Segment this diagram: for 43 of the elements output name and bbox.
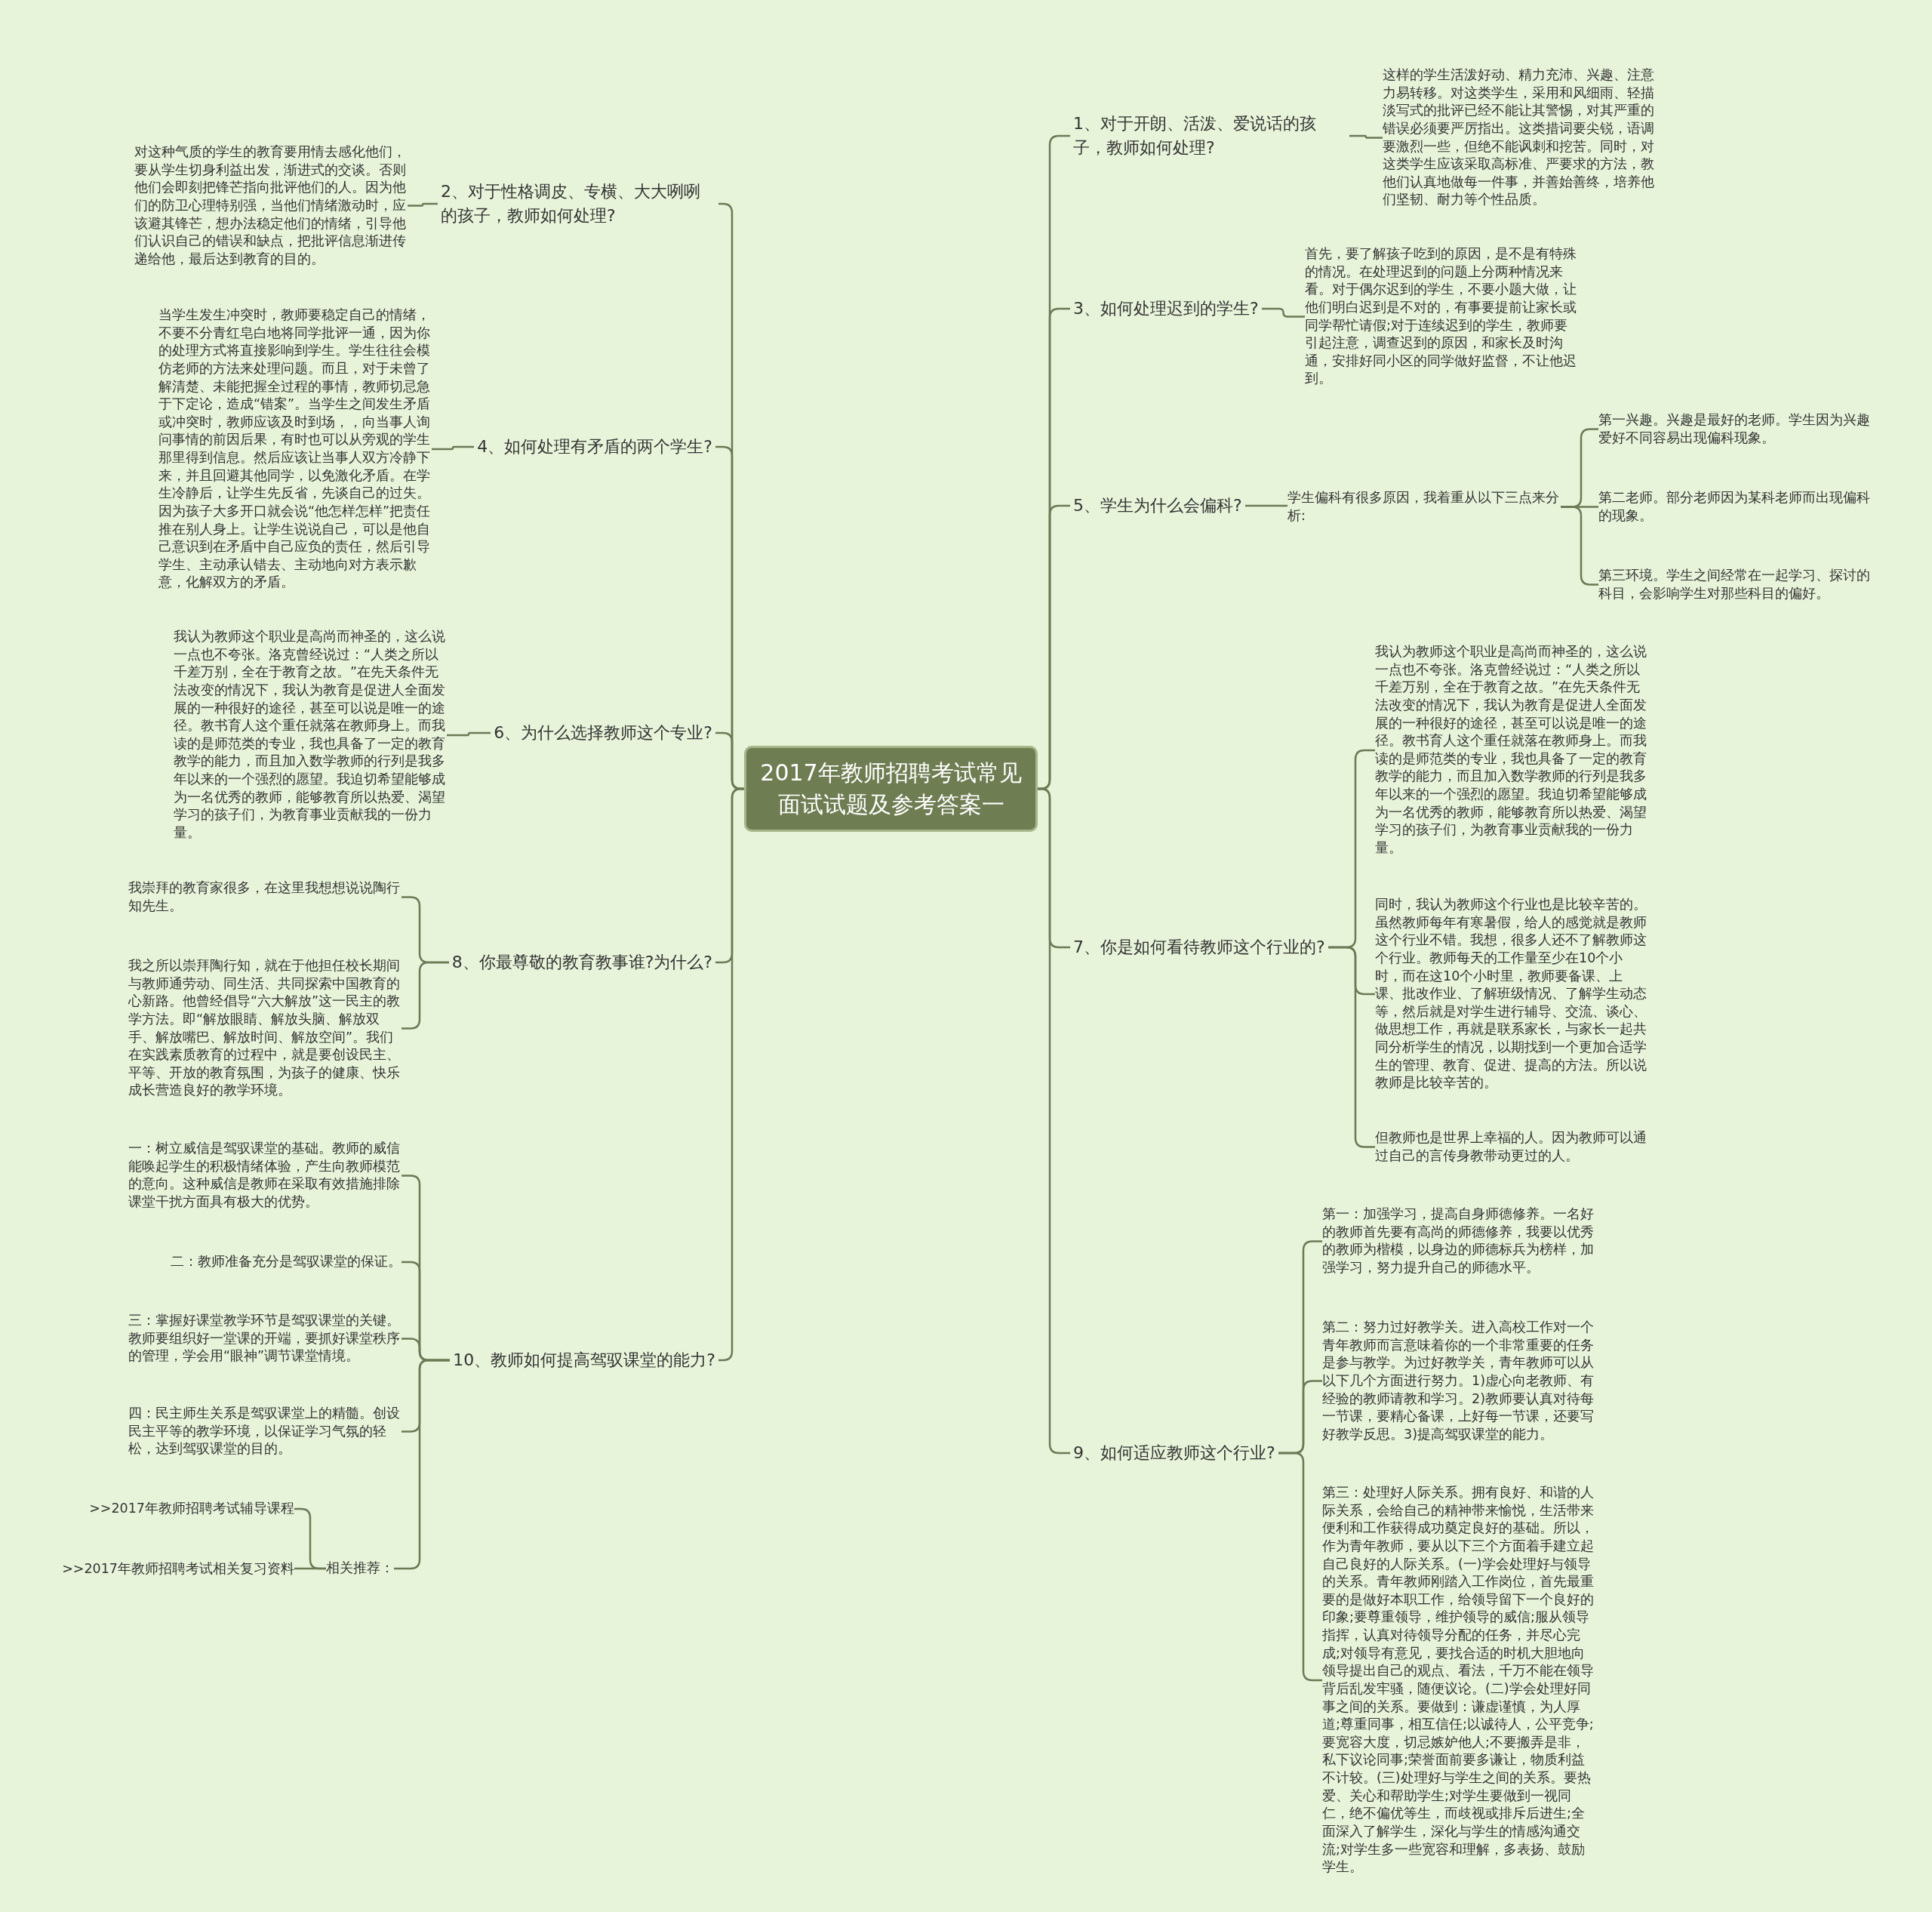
branch-topic: 1、对于开朗、活泼、爱说话的孩子，教师如何处理? xyxy=(1070,110,1349,162)
note-text: 同时，我认为教师这个行业也是比较辛苦的。虽然教师每年有寒暑假，给人的感觉就是教师这个行业不错。我想，很多人还不了解教师这个行业。教师每天的工作量至少在10个小时，而在这10个小时里，教师要备课、上课、批改作业、了解班级情况、了解学生动态等，然后就是对学生进行辅导、交流、谈心、做思想工作，再就是联系家长，与家长一起共同分析学生的情况，以期找到一个更加合适学生的管理、教育、促进、提高的方法。所以说教师是比较辛苦的。 xyxy=(1375,896,1648,1092)
connector-line xyxy=(432,445,474,451)
note-text: 对这种气质的学生的教育要用情去感化他们，要从学生切身利益出发，渐进式的交谈。否则他们会即刻把锋芒指向批评他们的人。因为他们的防卫心理特别强，当他们情绪激动时，应该避其锋芒，想办法稳定他们的情绪，引导他们认识自己的错误和缺点，把批评信息渐进传递给他，最后达到教育的目的。 xyxy=(134,143,408,269)
connector-line xyxy=(1262,307,1305,318)
central-topic: 2017年教师招聘考试常见面试试题及参考答案一 xyxy=(744,746,1038,832)
note-text: 相关推荐： xyxy=(326,1559,394,1578)
note-text: 首先，要了解孩子吃到的原因，是不是有特殊的情况。在处理迟到的问题上分两种情况来看。对于偶尔迟到的学生，不要小题大做，让他们明白迟到是不对的，有事要提前让家长或同学帮忙请假;对于连续迟到的学生，教师要引起注意，调查迟到的原因，和家长及时沟通，安排好同小区的同学做好监督，不让他迟到。 xyxy=(1305,245,1578,388)
note-text: 第一兴趣。兴趣是最好的老师。学生因为兴趣爱好不同容易出现偏科现象。 xyxy=(1598,411,1872,448)
note-text: >>2017年教师招聘考试辅导课程 xyxy=(89,1500,294,1518)
note-text: 第三：处理好人际关系。拥有良好、和谐的人际关系，会给自己的精神带来愉悦，生活带来便利和工作获得成功奠定良好的基础。所以，作为青年教师，要从以下三个方面着手建立起自己良好的人际关系。(一)学会处理好与领导的关系。青年教师刚踏入工作岗位，首先最重要的是做好本职工作，给领导留下一个良好的印象;要尊重领导，维护领导的威信;服从领导指挥，认真对待领导分配的任务，并尽心完成;对领导有意见，要找合适的时机大胆地向领导提出自己的观点、看法，千万不能在领导背后乱发牢骚，随便议论。(二)学会处理好同事之间的关系。要做到：谦虚谨慎，为人厚道;尊重同事，相互信任;以诚待人，公平竞争;要宽容大度，切忌嫉妒他人;不要搬弄是非，私下议论同事;荣誉面前要多谦让，物质利益不计较。(三)处理好与学生之间的关系。要热爱、关心和帮助学生;对学生要做到一视同仁，绝不偏优等生，而歧视或排斥后进生;全面深入了解学生，深化与学生的情感沟通交流;对学生多一些宽容和理解，多表扬、鼓励学生。 xyxy=(1322,1484,1595,1877)
branch-topic: 10、教师如何提高驾驭课堂的能力? xyxy=(450,1347,718,1374)
note-text: 我崇拜的教育家很多，在这里我想想说说陶行知先生。 xyxy=(128,879,401,916)
note-text: 二：教师准备充分是驾驭课堂的保证。 xyxy=(171,1253,401,1271)
note-text: 第二：努力过好教学关。进入高校工作对一个青年教师而言意味着你的一个非常重要的任务是参与教学。为过好教学关，青年教师可以从以下几个方面进行努力。1)虚心向老教师、有经验的教师请教和学习。2)教师要认真对待每一节课，要精心备课，上好每一节课，还要写好教学反思。3)提高驾驭课堂的能力。 xyxy=(1322,1319,1595,1444)
branch-topic: 2、对于性格调皮、专横、大大咧咧的孩子，教师如何处理? xyxy=(438,178,718,229)
branch-topic: 7、你是如何看待教师这个行业的? xyxy=(1070,934,1328,961)
branch-topic: 6、为什么选择教师这个专业? xyxy=(491,719,715,747)
connector-line xyxy=(1349,134,1383,139)
branch-topic: 4、如何处理有矛盾的两个学生? xyxy=(474,433,715,460)
note-text: 三：掌握好课堂教学环节是驾驭课堂的关键。教师要组织好一堂课的开端，要抓好课堂秩序的管理，学会用“眼神”调节课堂情境。 xyxy=(128,1312,401,1365)
connector-line xyxy=(294,1567,326,1570)
branch-topic: 3、如何处理迟到的学生? xyxy=(1070,295,1262,322)
note-text: 学生偏科有很多原因，我着重从以下三点来分析: xyxy=(1287,489,1561,525)
note-text: 我认为教师这个职业是高尚而神圣的，这么说一点也不夸张。洛克曾经说过：“人类之所以千差万别，全在于教育之故。”在先天条件无法改变的情况下，我认为教育是促进人全面发展的一种很好的途径，甚至可以说是唯一的途径。教书育人这个重任就落在教师身上。而我读的是师范类的专业，我也具备了一定的教育教学的能力，而且加入数学教师的行列是我多年以来的一个强烈的愿望。我迫切希望能够成为一名优秀的教师，能够教育所以热爱、渴望学习的孩子们，为教育事业贡献我的一份力量。 xyxy=(1375,643,1648,857)
branch-topic: 5、学生为什么会偏科? xyxy=(1070,492,1245,519)
note-text: 我之所以崇拜陶行知，就在于他担任校长期间与教师通劳动、同生活、共同探索中国教育的心新路。他曾经倡导“六大解放”这一民主的教学方法。即“解放眼睛、解放头脑、解放双手、解放嘴巴、解放时间、解放空间”。我们在实践素质教育的过程中，就是要创设民主、平等、开放的教育氛围，为孩子的健康、快乐成长营造良好的教学环境。 xyxy=(128,957,401,1100)
note-text: 这样的学生活泼好动、精力充沛、兴趣、注意力易转移。对这类学生，采用和风细雨、轻描淡写式的批评已经不能让其警惕，对其严重的错误必须要严厉指出。这类措词要尖锐，语调要激烈一些，但绝不能讽刺和挖苦。同时，对这类学生应该采取高标准、严要求的方法，教他们认真地做每一件事，并善始善终，培养他们坚韧、耐力等个性品质。 xyxy=(1383,66,1656,209)
note-text: 第二老师。部分老师因为某科老师而出现偏科的现象。 xyxy=(1598,489,1872,525)
branch-topic: 8、你最尊敬的教育教事谁?为什么? xyxy=(448,949,715,976)
note-text: 当学生发生冲突时，教师要稳定自己的情绪，不要不分青红皂白地将同学批评一通，因为你的处理方式将直接影响到学生。学生往往会模仿老师的方法来处理问题。而且，对于未曾了解清楚、未能把握全过程的事情，教师切忌急于下定论，造成“错案”。当学生之间发生矛盾或冲突时，教师应该及时到场，，向当事人询问事情的前因后果，有时也可以从旁观的学生那里得到信息。然后应该让当事人双方冷静下来，并且回避其他同学，以免激化矛盾。在学生冷静后，让学生先反省，先谈自己的过失。因为孩子大多开口就会说“他怎样怎样”把责任推在别人身上。让学生说说自己，可以是他自己意识到在矛盾中自己应负的责任，然后引导学生、主动承认错去、主动地向对方表示歉意，化解双方的矛盾。 xyxy=(158,306,432,592)
note-text: 一：树立威信是驾驭课堂的基础。教师的威信能唤起学生的积极情绪体验，产生向教师模范的意向。这种威信是教师在采取有效措施排除课堂干扰方面具有极大的优势。 xyxy=(128,1140,401,1212)
note-text: 第一：加强学习，提高自身师德修养。一名好的教师首先要有高尚的师德修养，我要以优秀的教师为楷模，以身边的师德标兵为榜样，加强学习，努力提升自己的师德水平。 xyxy=(1322,1205,1595,1277)
connector-line xyxy=(447,731,491,737)
connector-line xyxy=(408,202,438,207)
note-text: 四：民主师生关系是驾驭课堂上的精髓。创设民主平等的教学环境，以保证学习气氛的轻松，达到驾驭课堂的目的。 xyxy=(128,1405,401,1458)
note-text: 但教师也是世界上幸福的人。因为教师可以通过自己的言传身教带动更过的人。 xyxy=(1375,1129,1648,1165)
connector-line xyxy=(1245,504,1287,507)
branch-topic: 9、如何适应教师这个行业? xyxy=(1070,1439,1278,1467)
note-text: 第三环境。学生之间经常在一起学习、探讨的科目，会影响学生对那些科目的偏好。 xyxy=(1598,567,1872,603)
note-text: >>2017年教师招聘考试相关复习资料 xyxy=(62,1560,294,1578)
note-text: 我认为教师这个职业是高尚而神圣的，这么说一点也不夸张。洛克曾经说过：“人类之所以千差万别，全在于教育之故。”在先天条件无法改变的情况下，我认为教育是促进人全面发展的一种很好的途径，甚至可以说是唯一的途径。教书育人这个重任就落在教师身上。而我读的是师范类的专业，我也具备了一定的教育教学的能力，而且加入数学教师的行列是我多年以来的一个强烈的愿望。我迫切希望能够成为一名优秀的教师，能够教育所以热爱、渴望学习的孩子们，为教育事业贡献我的一份力量。 xyxy=(174,628,447,842)
connector-line xyxy=(394,1359,450,1570)
